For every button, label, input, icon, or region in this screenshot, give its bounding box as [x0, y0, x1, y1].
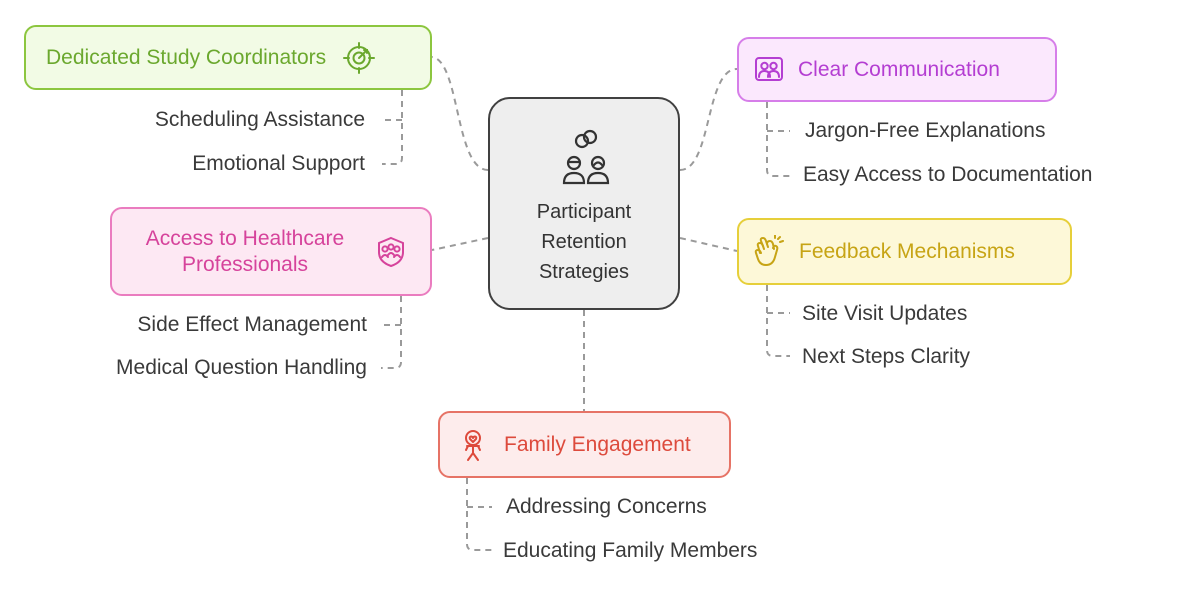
- item-jargon-free-explanations: Jargon-Free Explanations: [805, 119, 1046, 142]
- connector-communication: [679, 68, 738, 171]
- connector-health-items: [381, 296, 402, 369]
- group-shield-icon: [374, 235, 408, 269]
- branch-access-to-healthcare-professionals[interactable]: Access to Healthcare Professionals: [110, 207, 432, 296]
- person-heart-icon: [456, 428, 490, 462]
- branch-label: Clear Communication: [798, 57, 1000, 81]
- people-link-icon: [560, 129, 612, 189]
- waving-hand-icon: [751, 234, 785, 269]
- branch-label: Feedback Mechanisms: [799, 239, 1015, 263]
- center-node[interactable]: Participant Retention Strategies: [488, 97, 680, 310]
- connector-feed-items: [766, 285, 790, 357]
- item-scheduling-assistance: Scheduling Assistance: [154, 108, 365, 131]
- people-frame-icon: [752, 53, 786, 87]
- connector-coordinators: [431, 56, 489, 171]
- branch-clear-communication[interactable]: Clear Communication: [737, 37, 1057, 102]
- connector-family-items: [466, 478, 492, 551]
- connector-coord-items: [382, 90, 403, 165]
- branch-family-engagement[interactable]: Family Engagement: [438, 411, 731, 478]
- connector-feedback: [679, 237, 738, 252]
- target-icon: [342, 41, 376, 75]
- branch-dedicated-study-coordinators[interactable]: Dedicated Study Coordinators: [24, 25, 432, 90]
- item-emotional-support: Emotional Support: [192, 152, 365, 175]
- branch-label: Dedicated Study Coordinators: [46, 45, 327, 69]
- item-medical-question-handling: Medical Question Handling: [116, 356, 367, 379]
- connector-comm-items: [766, 102, 790, 177]
- item-educating-family-members: Educating Family Members: [503, 539, 758, 562]
- branch-label: Access to Healthcare Professionals: [145, 226, 345, 276]
- item-addressing-concerns: Addressing Concerns: [506, 495, 707, 518]
- branch-label: Family Engagement: [504, 432, 691, 456]
- center-title: Participant Retention Strategies: [536, 201, 632, 283]
- item-site-visit-updates: Site Visit Updates: [802, 302, 968, 325]
- branch-feedback-mechanisms[interactable]: Feedback Mechanisms: [737, 218, 1072, 285]
- item-easy-access-to-documentation: Easy Access to Documentation: [803, 163, 1093, 186]
- item-side-effect-management: Side Effect Management: [137, 313, 367, 336]
- connector-healthcare: [431, 237, 489, 251]
- item-next-steps-clarity: Next Steps Clarity: [802, 345, 971, 368]
